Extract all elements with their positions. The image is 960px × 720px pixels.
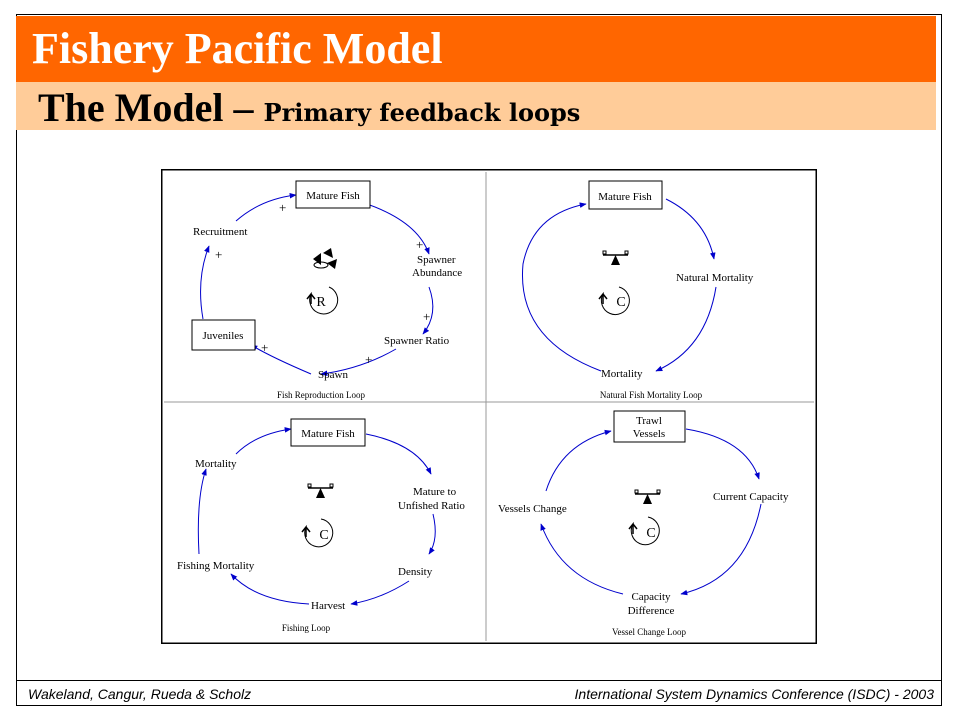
natural-mortality-loop-symbol: C bbox=[616, 295, 625, 310]
balance-scale-icon-2 bbox=[307, 483, 334, 498]
arrow-mortality-to-mature bbox=[521, 202, 602, 372]
fish-school-icon bbox=[313, 248, 337, 269]
plus-4: + bbox=[365, 352, 372, 367]
slide-frame bbox=[16, 14, 942, 706]
balance-scale-icon bbox=[602, 250, 629, 265]
feedback-loops-diagram: Mature Fish Recruitment Spawner Abundanc… bbox=[159, 167, 819, 646]
reproduction-caption: Fish Reproduction Loop bbox=[277, 390, 365, 400]
plus-3: + bbox=[423, 309, 430, 324]
reproduction-loop: Mature Fish Recruitment Spawner Abundanc… bbox=[191, 180, 462, 400]
footer-conference: International System Dynamics Conference… bbox=[574, 686, 934, 702]
arrow-difference-to-vessels-change bbox=[540, 523, 624, 595]
slide-title: Fishery Pacific Model bbox=[32, 24, 443, 73]
arrow-mature-to-ratio bbox=[365, 433, 432, 475]
fishing-caption: Fishing Loop bbox=[282, 623, 331, 633]
arrow-ratio-to-density bbox=[428, 513, 436, 555]
arrow-spawner-to-ratio bbox=[422, 286, 434, 335]
harvest-label: Harvest bbox=[311, 600, 345, 612]
plus-2: + bbox=[416, 237, 423, 252]
fishing-mortality-label: Fishing Mortality bbox=[177, 560, 255, 572]
footer-divider bbox=[16, 680, 942, 681]
fishing-loop-symbol: C bbox=[319, 528, 328, 543]
current-capacity-label: Current Capacity bbox=[713, 491, 789, 503]
arrow-capacity-to-difference bbox=[680, 503, 762, 596]
arrow-trawl-to-capacity bbox=[685, 428, 760, 480]
vessel-caption: Vessel Change Loop bbox=[612, 627, 686, 637]
subtitle-sub: Primary feedback loops bbox=[263, 98, 581, 127]
trawl-label-1: Trawl bbox=[636, 415, 662, 427]
balance-scale-icon-3 bbox=[634, 489, 661, 504]
title-bar bbox=[16, 16, 936, 82]
capacity-diff-label-2: Difference bbox=[628, 605, 675, 617]
fishing-mortality-top-label: Mortality bbox=[195, 458, 237, 470]
plus-5: + bbox=[261, 340, 268, 355]
vessel-loop-symbol: C bbox=[646, 526, 655, 541]
spawner-ratio-label: Spawner Ratio bbox=[384, 335, 450, 347]
mature-ratio-label-2: Unfished Ratio bbox=[398, 500, 465, 512]
fishing-loop: Mature Fish Mortality Mature to Unfished… bbox=[177, 418, 465, 633]
mortality-label: Mortality bbox=[601, 368, 643, 380]
juveniles-label: Juveniles bbox=[203, 330, 244, 342]
natural-mortality-label: Natural Mortality bbox=[676, 272, 754, 284]
plus-1: + bbox=[279, 200, 286, 215]
trawl-label-2: Vessels bbox=[633, 428, 665, 440]
capacity-diff-label-1: Capacity bbox=[631, 591, 671, 603]
arrow-mortality-to-mature bbox=[235, 427, 292, 455]
arrow-juveniles-to-recruitment bbox=[200, 245, 210, 320]
arrow-density-to-harvest bbox=[350, 580, 410, 606]
mature-fish-box-3 bbox=[290, 418, 366, 447]
diagram-border bbox=[159, 167, 819, 646]
arrow-harvest-to-fishing-mortality bbox=[230, 573, 310, 605]
arrow-recruitment-to-mature bbox=[235, 192, 297, 222]
mature-fish-box-2 bbox=[588, 180, 663, 210]
subtitle-bar bbox=[16, 82, 936, 130]
vessels-change-label: Vessels Change bbox=[498, 503, 567, 515]
natural-mortality-caption: Natural Fish Mortality Loop bbox=[600, 390, 703, 400]
subtitle-main: The Model – bbox=[38, 85, 264, 130]
mature-fish-label-2: Mature Fish bbox=[598, 191, 652, 203]
arrow-vessels-change-to-trawl bbox=[545, 429, 612, 492]
arrow-mature-to-natural-mortality bbox=[665, 198, 716, 260]
slide-subtitle: The Model – Primary feedback loops bbox=[38, 82, 580, 143]
trawl-vessels-box bbox=[613, 410, 686, 443]
loop-direction-icon-2 bbox=[598, 286, 630, 315]
loop-direction-icon bbox=[306, 286, 339, 315]
mature-ratio-label-1: Mature to bbox=[413, 486, 457, 498]
vessel-change-loop: Trawl Vessels Current Capacity Vessels C… bbox=[498, 410, 789, 637]
spawner-abundance-label-1: Spawner bbox=[417, 254, 456, 266]
feedback-loops-svg: Mature Fish Recruitment Spawner Abundanc… bbox=[159, 167, 819, 646]
arrow-ratio-to-spawn bbox=[320, 348, 397, 376]
juveniles-box bbox=[191, 319, 256, 351]
natural-mortality-loop: Mature Fish Natural Mortality Mortality … bbox=[521, 180, 754, 400]
density-label: Density bbox=[398, 566, 433, 578]
arrow-natural-mortality-to-mortality bbox=[655, 286, 717, 372]
spawner-abundance-label-2: Abundance bbox=[412, 267, 462, 279]
loop-direction-icon-4 bbox=[628, 516, 660, 546]
footer-authors: Wakeland, Cangur, Rueda & Scholz bbox=[28, 686, 252, 702]
loop-direction-icon-3 bbox=[301, 518, 334, 548]
mature-fish-label: Mature Fish bbox=[306, 190, 360, 202]
recruitment-label: Recruitment bbox=[193, 226, 247, 238]
spawn-label: Spawn bbox=[318, 369, 348, 381]
reproduction-loop-symbol: R bbox=[316, 295, 326, 310]
plus-6: + bbox=[215, 247, 222, 262]
mature-fish-label-3: Mature Fish bbox=[301, 428, 355, 440]
arrow-fishing-mortality-to-mortality bbox=[197, 468, 207, 555]
mature-fish-box bbox=[295, 180, 371, 209]
